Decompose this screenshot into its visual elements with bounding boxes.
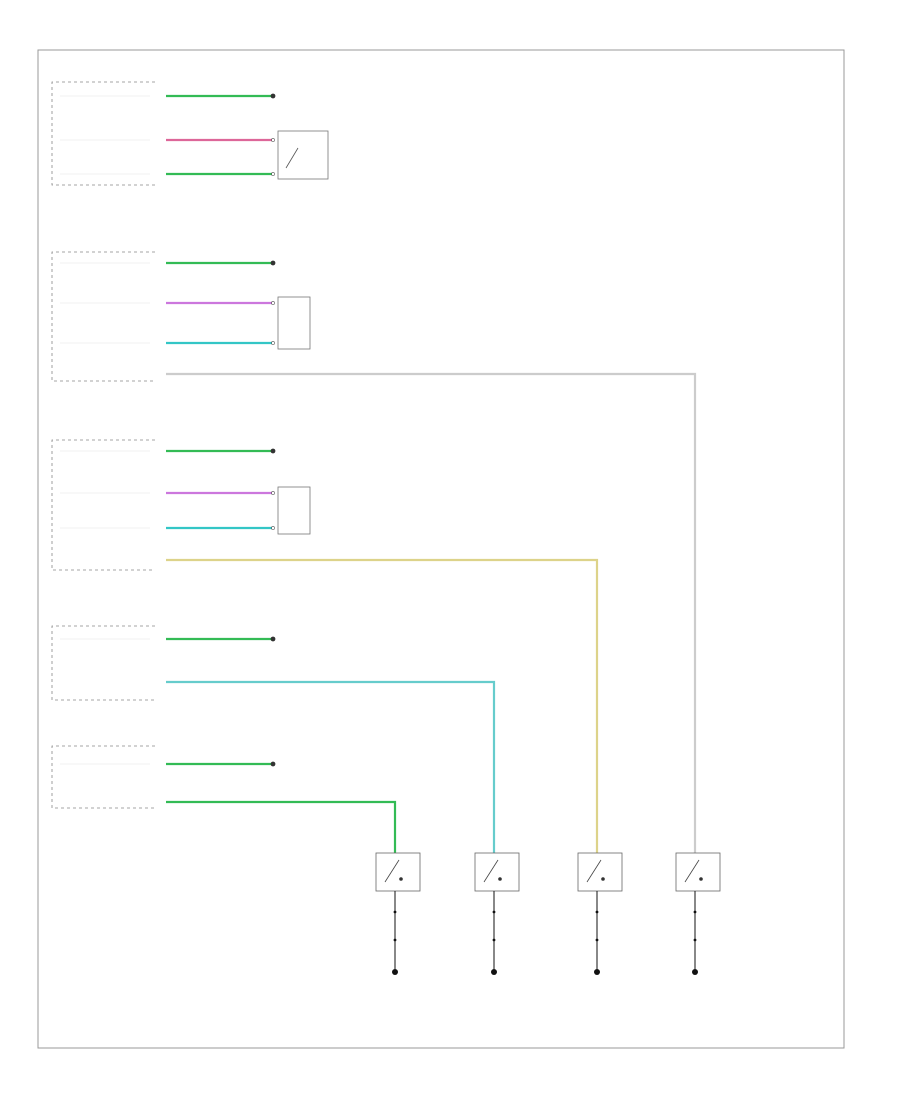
module-box-5 — [51, 745, 155, 809]
door-switch-blade-2 — [483, 859, 499, 883]
ground-point-2 — [491, 969, 497, 975]
run-tan — [166, 558, 599, 853]
ground-point-3 — [594, 969, 600, 975]
module-box-3 — [51, 439, 155, 571]
module-box-4 — [51, 625, 155, 701]
door-switch-4 — [675, 852, 721, 892]
terminal-5 — [271, 301, 275, 305]
courtesy-lamp-1 — [277, 296, 311, 350]
module-box-2 — [51, 251, 155, 382]
door-switch-blade-1 — [384, 859, 400, 883]
door-switch-contact-2 — [498, 877, 502, 881]
door-switch-3 — [577, 852, 623, 892]
terminal-6 — [271, 341, 275, 345]
ground-connector-b-3 — [595, 938, 599, 942]
ground-connector-a-3 — [595, 910, 599, 914]
diagram-frame — [37, 49, 845, 1049]
terminal-2 — [271, 138, 275, 142]
ground-point-1 — [392, 969, 398, 975]
ground-connector-b-2 — [492, 938, 496, 942]
terminal-9 — [271, 526, 275, 530]
door-switch-contact-4 — [699, 877, 703, 881]
door-switch-2 — [474, 852, 520, 892]
splice-dot-1 — [270, 93, 276, 99]
ground-connector-a-1 — [393, 910, 397, 914]
door-switch-contact-1 — [399, 877, 403, 881]
ground-connector-b-1 — [393, 938, 397, 942]
module-box-1 — [51, 81, 155, 186]
terminal-8 — [271, 491, 275, 495]
ground-connector-a-2 — [492, 910, 496, 914]
instrument-panel-switch — [277, 130, 329, 180]
splice-dot-11 — [270, 761, 276, 767]
splice-dot-4 — [270, 260, 276, 266]
ground-connector-a-4 — [693, 910, 697, 914]
run-teal — [166, 680, 496, 853]
instrument-panel-switch-blade — [285, 147, 299, 169]
door-switch-1 — [375, 852, 421, 892]
ground-point-4 — [692, 969, 698, 975]
terminal-3 — [271, 172, 275, 176]
run-white — [166, 372, 697, 853]
ground-connector-b-4 — [693, 938, 697, 942]
door-switch-blade-3 — [586, 859, 602, 883]
courtesy-lamp-2 — [277, 486, 311, 535]
run-green — [166, 800, 397, 853]
splice-dot-10 — [270, 636, 276, 642]
door-switch-contact-3 — [601, 877, 605, 881]
door-switch-blade-4 — [684, 859, 700, 883]
splice-dot-7 — [270, 448, 276, 454]
